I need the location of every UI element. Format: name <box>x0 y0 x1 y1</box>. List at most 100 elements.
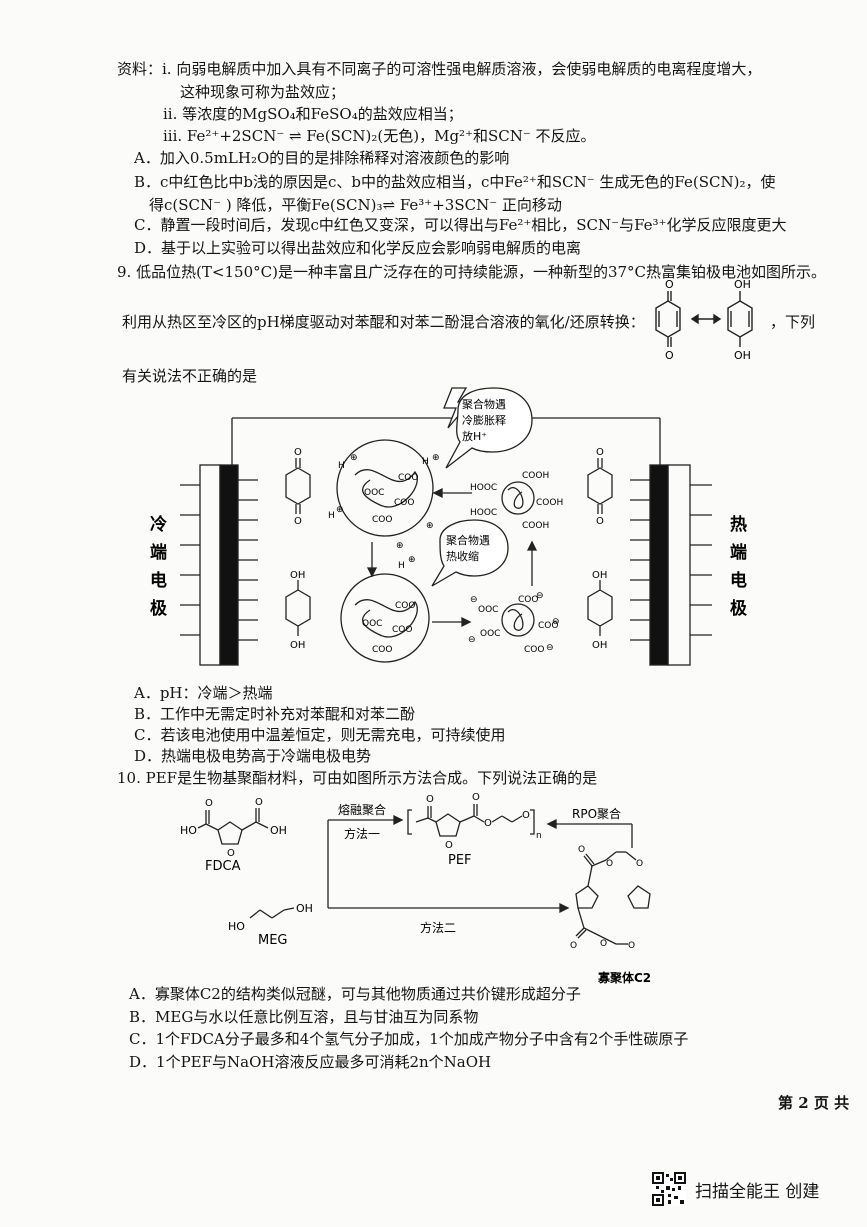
svg-text:⊕: ⊕ <box>336 505 344 515</box>
q9-stem-1: 9. 低品位热(T<150°C)是一种丰富且广泛存在的可持续能源，一种新型的37… <box>117 263 827 281</box>
svg-text:OOC: OOC <box>480 629 500 639</box>
svg-text:OH: OH <box>592 570 607 581</box>
svg-text:O: O <box>255 797 263 808</box>
svg-text:⊖: ⊖ <box>468 635 476 645</box>
svg-text:O: O <box>665 349 674 362</box>
svg-text:OOC: OOC <box>362 619 382 629</box>
svg-text:COO: COO <box>372 515 392 525</box>
q8-option-c: C．静置一段时间后，发现c中红色又变深，可以得出与Fe²⁺相比，SCN⁻与Fe³… <box>134 216 787 234</box>
q8-option-b-cont: 得c(SCN⁻ ) 降低，平衡Fe(SCN)₃⇌ Fe³⁺+3SCN⁻ 正向移动 <box>149 196 562 214</box>
svg-text:端: 端 <box>150 542 167 563</box>
svg-text:O: O <box>578 845 585 855</box>
svg-text:OOC: OOC <box>478 605 498 615</box>
svg-text:O: O <box>445 840 453 851</box>
svg-text:O: O <box>570 941 577 951</box>
pef-label: PEF <box>448 853 472 868</box>
svg-text:COO: COO <box>395 601 415 611</box>
cold-electrode-label-1: 冷 <box>150 514 167 535</box>
note-iii: iii. Fe²⁺+2SCN⁻ ⇌ Fe(SCN)₂(无色)，Mg²⁺和SCN⁻… <box>163 127 596 145</box>
oligomer-c2-structure <box>575 851 651 945</box>
svg-text:H: H <box>422 457 429 467</box>
svg-text:O: O <box>294 516 302 527</box>
svg-text:O: O <box>294 447 302 458</box>
q9-stem-3: 有关说法不正确的是 <box>122 367 258 385</box>
thermal-battery-diagram: 冷 端 电 极 热 端 电 极 O O OH OH <box>150 387 747 666</box>
benzoquinone-hot <box>587 458 613 514</box>
contracted-polymer-bottom <box>340 573 430 663</box>
svg-text:O: O <box>484 818 492 829</box>
q10-option-a: A．寡聚体C2的结构类似冠醚，可与其他物质通过共价键形成超分子 <box>129 985 581 1003</box>
method2-label: 方法二 <box>420 920 456 935</box>
c2-label: 寡聚体C2 <box>597 970 651 985</box>
q8-option-b: B．c中红色比中b浅的原因是c、b中的盐效应相当，c中Fe²⁺和SCN⁻ 生成无… <box>134 173 776 191</box>
fdca-structure <box>197 808 269 845</box>
meg-structure <box>249 907 295 919</box>
svg-text:OH: OH <box>270 824 287 837</box>
svg-text:OH: OH <box>592 640 607 651</box>
svg-text:O: O <box>636 859 643 869</box>
svg-text:⊕: ⊕ <box>426 521 434 531</box>
svg-text:COO: COO <box>518 595 538 605</box>
svg-text:O: O <box>426 794 434 805</box>
svg-text:HO: HO <box>228 920 245 933</box>
q9-option-b: B．工作中无需定时补充对苯醌和对苯二酚 <box>134 705 416 723</box>
rpo-label: RPO聚合 <box>572 806 621 821</box>
svg-text:COO: COO <box>538 621 558 631</box>
svg-text:O: O <box>596 516 604 527</box>
svg-text:H: H <box>338 461 345 471</box>
svg-text:COO: COO <box>372 645 392 655</box>
page-number: 第 2 页 共 <box>778 1094 850 1112</box>
svg-text:⊖: ⊖ <box>470 595 478 605</box>
svg-text:COOH: COOH <box>522 521 549 531</box>
svg-text:n: n <box>536 831 542 841</box>
svg-text:H: H <box>398 561 405 571</box>
svg-text:H: H <box>328 511 335 521</box>
svg-text:极: 极 <box>150 599 167 619</box>
svg-text:O: O <box>205 798 213 809</box>
svg-text:端: 端 <box>730 542 747 563</box>
fdca-label: FDCA <box>205 859 241 874</box>
method1-label: 方法一 <box>344 826 380 841</box>
free-polymer-right-bottom <box>501 603 535 637</box>
svg-text:聚合物遇: 聚合物遇 <box>462 397 506 411</box>
q9-option-c: C．若该电池使用中温差恒定，则无需充电，可持续使用 <box>134 726 506 744</box>
watermark-text: 扫描全能王 创建 <box>695 1182 820 1202</box>
svg-text:COO: COO <box>398 473 418 483</box>
svg-text:OH: OH <box>290 570 305 581</box>
svg-text:HOOC: HOOC <box>470 483 497 493</box>
svg-text:OH: OH <box>290 640 305 651</box>
svg-text:热收缩: 热收缩 <box>446 549 479 563</box>
svg-text:O: O <box>472 792 480 803</box>
bubble-top <box>445 387 533 469</box>
pef-structure <box>407 804 535 837</box>
note-i-cont: 这种现象可称为盐效应； <box>180 83 346 101</box>
q9-stem-2b: ，下列 <box>770 313 816 331</box>
svg-text:O: O <box>522 810 530 821</box>
q9-option-d: D．热端电极电势高于冷端电极电势 <box>134 747 372 765</box>
q10-option-b: B．MEG与水以任意比例互溶，且与甘油互为同系物 <box>129 1008 479 1026</box>
svg-text:O: O <box>227 848 235 859</box>
svg-text:⊖: ⊖ <box>546 643 554 653</box>
svg-text:⊖: ⊖ <box>536 591 544 601</box>
free-polymer-right-top <box>501 481 535 515</box>
bubble-bottom <box>431 519 509 587</box>
svg-text:HOOC: HOOC <box>470 508 497 518</box>
svg-text:OH: OH <box>296 902 313 915</box>
svg-text:O: O <box>665 278 674 291</box>
svg-text:HO: HO <box>180 824 197 837</box>
q10-option-d: D．1个PEF与NaOH溶液反应最多可消耗2n个NaOH <box>129 1053 492 1071</box>
note-i: 资料：i. 向弱电解质中加入具有不同离子的可溶性强电解质溶液，会使弱电解质的电离… <box>117 60 762 78</box>
pef-synthesis-diagram: HO OH O O O FDCA 熔融聚合 方法一 O <box>180 792 651 985</box>
svg-text:COO: COO <box>392 625 412 635</box>
quinone-hydroquinone-inline-diagram: O O OH OH <box>655 278 753 362</box>
benzoquinone-cold <box>285 458 311 514</box>
svg-text:O: O <box>600 939 607 949</box>
q8-option-a: A．加入0.5mLH₂O的目的是排除稀释对溶液颜色的影响 <box>134 149 510 167</box>
svg-text:极: 极 <box>730 599 747 619</box>
q9-stem-2: 利用从热区至冷区的pH梯度驱动对苯醌和对苯二酚混合溶液的氧化/还原转换： <box>122 313 645 331</box>
svg-text:O: O <box>628 941 635 951</box>
svg-text:COO: COO <box>524 645 544 655</box>
expanded-polymer-top <box>336 439 434 537</box>
svg-text:电: 电 <box>730 570 747 591</box>
